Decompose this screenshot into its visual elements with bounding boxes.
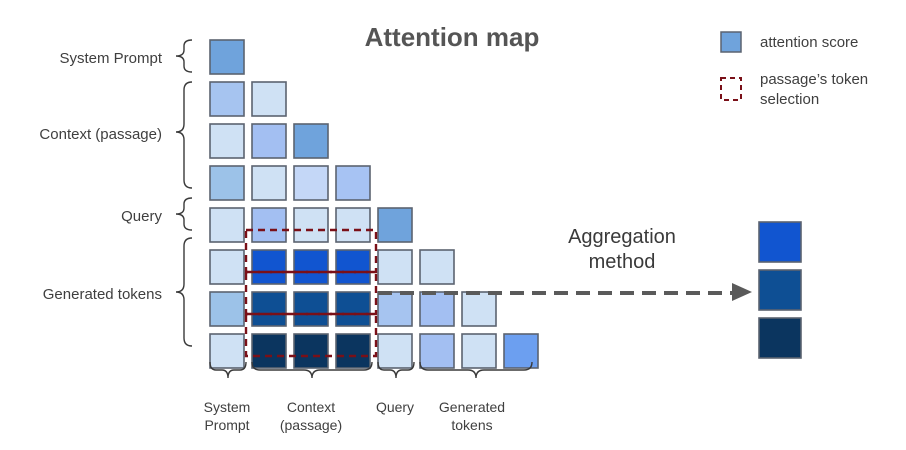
- attention-cell-r6-c3: [293, 249, 329, 285]
- aggregated-cell-1: [758, 221, 802, 263]
- attention-cell-r6-c6: [419, 249, 455, 285]
- col-label-context-2: (passage): [280, 417, 342, 433]
- aggregation-label-2: method: [589, 251, 656, 273]
- aggregated-result-cells: [758, 221, 802, 359]
- brace-context-rows: [175, 81, 193, 189]
- brace-query-col: [377, 361, 415, 379]
- legend-score-swatch: [720, 31, 742, 53]
- aggregated-cell-3: [758, 317, 802, 359]
- col-label-generated-1: Generated: [439, 399, 505, 415]
- attention-cell-r5-c3: [293, 207, 329, 243]
- attention-cell-r6-c4: [335, 249, 371, 285]
- row-label-query: Query: [121, 208, 162, 225]
- attention-cell-r5-c2: [251, 207, 287, 243]
- attention-cell-r8-c7: [461, 333, 497, 369]
- attention-cell-r2-c2: [251, 81, 287, 117]
- attention-cell-r8-c3: [293, 333, 329, 369]
- row-label-generated: Generated tokens: [43, 286, 162, 303]
- selection-box-row-7: [244, 270, 378, 316]
- attention-cell-r4-c3: [293, 165, 329, 201]
- brace-context-col: [251, 361, 373, 379]
- attention-cell-r6-c1: [209, 249, 245, 285]
- aggregation-label-1: Aggregation: [568, 226, 676, 248]
- attention-cell-r8-c6: [419, 333, 455, 369]
- selection-box-row-6: [244, 228, 378, 274]
- legend: attention score passage’s token selectio…: [720, 31, 868, 108]
- attention-cell-r7-c1: [209, 291, 245, 327]
- attention-cell-r7-c6: [419, 291, 455, 327]
- legend-score-label: attention score: [760, 34, 858, 51]
- aggregation-arrow: [378, 283, 752, 301]
- attention-cell-r8-c2: [251, 333, 287, 369]
- brace-generated-col: [419, 361, 533, 379]
- selection-box-row-8: [244, 312, 378, 358]
- attention-cell-r4-c2: [251, 165, 287, 201]
- attention-cell-r5-c4: [335, 207, 371, 243]
- col-label-system-1: System: [204, 399, 251, 415]
- attention-cell-r6-c2: [251, 249, 287, 285]
- row-label-context: Context (passage): [39, 126, 162, 143]
- arrow-head: [732, 283, 752, 301]
- passage-selection-group: [244, 228, 378, 358]
- attention-cell-r7-c2: [251, 291, 287, 327]
- attention-cell-r7-c3: [293, 291, 329, 327]
- attention-cell-r7-c7: [461, 291, 497, 327]
- attention-cell-r3-c3: [293, 123, 329, 159]
- attention-cell-r2-c1: [209, 81, 245, 117]
- col-label-query: Query: [376, 399, 414, 415]
- attention-cell-r8-c1: [209, 333, 245, 369]
- attention-cell-r4-c4: [335, 165, 371, 201]
- attention-cell-r7-c4: [335, 291, 371, 327]
- attention-cell-r8-c8: [503, 333, 539, 369]
- col-label-system-2: Prompt: [204, 417, 249, 433]
- attention-cell-r5-c5: [377, 207, 413, 243]
- attention-cell-r3-c1: [209, 123, 245, 159]
- col-label-generated-2: tokens: [451, 417, 492, 433]
- row-braces: [175, 39, 193, 347]
- attention-cell-r7-c5: [377, 291, 413, 327]
- legend-selection-label-1: passage’s token: [760, 71, 868, 88]
- brace-system-col: [209, 361, 247, 379]
- attention-cell-r6-c5: [377, 249, 413, 285]
- attention-cell-r8-c4: [335, 333, 371, 369]
- attention-cell-r4-c1: [209, 165, 245, 201]
- row-label-system: System Prompt: [59, 50, 162, 67]
- brace-system-row: [175, 39, 193, 73]
- diagram-title: Attention map: [365, 22, 540, 52]
- column-braces: [209, 361, 533, 379]
- col-label-context-1: Context: [287, 399, 335, 415]
- attention-cell-r3-c2: [251, 123, 287, 159]
- attention-cell-r8-c5: [377, 333, 413, 369]
- legend-selection-label-2: selection: [760, 91, 819, 108]
- brace-generated-rows: [175, 237, 193, 347]
- legend-selection-swatch: [720, 77, 742, 101]
- brace-query-row: [175, 197, 193, 231]
- attention-cell-r5-c1: [209, 207, 245, 243]
- aggregated-cell-2: [758, 269, 802, 311]
- attention-matrix: [209, 39, 539, 369]
- attention-cell-r1-c1: [209, 39, 245, 75]
